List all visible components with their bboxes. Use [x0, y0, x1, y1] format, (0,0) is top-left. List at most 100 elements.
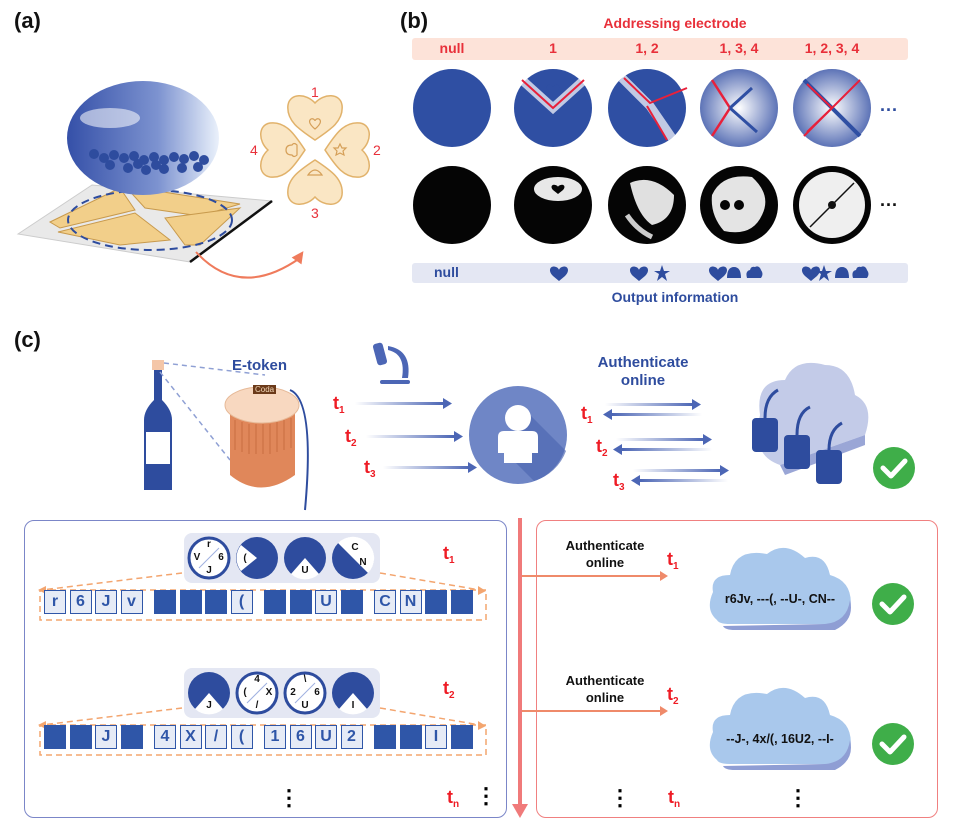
arrow-right-icon [355, 398, 452, 409]
auth-arrow [522, 575, 660, 577]
experiment-circle-1-2-3-4 [793, 166, 871, 244]
encoding-disk: J [188, 672, 230, 715]
encoding-disk: \6U2 [283, 671, 327, 715]
cloud-icon [709, 687, 851, 770]
output-information-title: Output information [611, 289, 739, 305]
round-time-label: t1 [443, 543, 455, 566]
time-label-t3: t3 [364, 457, 376, 480]
character-cell: r [44, 590, 66, 614]
blank-cell [425, 590, 447, 614]
blank-cell [450, 725, 473, 749]
auth-round-time-label: t1 [667, 549, 679, 572]
time-label-tn: tn [447, 787, 460, 810]
vertical-ellipsis: ⋮ [278, 785, 300, 810]
cloud-code-text: r6Jv, ---(, --U-, CN-- [724, 592, 836, 606]
panel-b-label: (b) [400, 8, 429, 33]
auth-time-t3: t3 [613, 470, 625, 493]
encoding-disk: CN [332, 536, 375, 579]
blank-cell [179, 590, 202, 614]
heart-icon [708, 266, 728, 281]
verified-check-icon [872, 583, 914, 625]
blank-cell [264, 590, 286, 614]
blank-cell [374, 725, 396, 749]
simulation-circle-1-3-4 [700, 69, 778, 147]
cloud-cutout-icon [285, 142, 298, 158]
experiment-circle-1 [514, 166, 592, 244]
microscope-icon [372, 342, 410, 384]
cloud-icon [852, 266, 869, 278]
electrode-pad [57, 212, 172, 246]
verified-check-icon [873, 447, 915, 489]
simulation-circle-1-2 [608, 69, 688, 147]
experiment-circle-1-3-4 [700, 166, 778, 244]
character-cell: / [205, 725, 227, 749]
auth-time-t1: t1 [581, 403, 593, 426]
round-time-label: t2 [443, 678, 455, 701]
character-cell: 4 [154, 725, 176, 749]
bidirectional-arrow-icon [603, 399, 702, 420]
arrowhead-icon [660, 706, 668, 716]
disk-character: J [206, 700, 212, 711]
disk-character: C [351, 542, 358, 553]
experiment-row [413, 166, 871, 244]
blank-cell [450, 590, 473, 614]
output-null: null [434, 264, 459, 280]
simulation-circle-1 [514, 69, 592, 147]
heart-cutout-icon [309, 118, 321, 130]
bidirectional-arrow-icon [631, 465, 729, 486]
half-moon-icon [727, 267, 741, 278]
simulation-circle-null [413, 69, 491, 147]
blank-cell [340, 590, 363, 614]
blank-cell [205, 590, 227, 614]
character-cell: N [399, 590, 422, 614]
electrode-number-4: 4 [250, 142, 258, 158]
wine-bottle-with-etoken [144, 360, 309, 511]
star-cutout-icon [332, 142, 348, 157]
electrode-number-1: 1 [311, 84, 319, 100]
blank-cell [69, 725, 92, 749]
disk-character: / [256, 700, 259, 711]
arrow-right-icon [366, 431, 463, 442]
disk-character: V [194, 552, 201, 563]
blank-cell [44, 725, 66, 749]
auth-arrow [522, 710, 660, 712]
disk-character: U [301, 565, 308, 576]
electrode-column-label: 1 [549, 40, 557, 56]
character-cell: C [374, 590, 396, 614]
electrode-2 [324, 122, 370, 178]
half-moon-cutout-icon [306, 169, 324, 176]
experiment-circle-1-2 [608, 166, 686, 244]
blank-cell [120, 725, 143, 749]
vertical-ellipsis: ⋮ [787, 785, 809, 810]
electrode-column-label: 1, 2 [635, 40, 659, 56]
electrode-pad [48, 187, 136, 229]
blank-cell [289, 590, 312, 614]
electrode-3 [287, 159, 343, 205]
panel-a-label: (a) [14, 8, 41, 33]
electrode-map-diagram [260, 95, 370, 205]
vertical-ellipsis: ⋮ [475, 783, 497, 808]
character-cell: v [120, 590, 143, 614]
arrow-right-icon [383, 462, 477, 473]
simulation-row [413, 69, 871, 147]
electrode-1 [287, 95, 343, 141]
authenticate-online-title: Authenticate online [597, 354, 689, 389]
cloud-database-icon [752, 362, 869, 484]
disk-character: 2 [290, 687, 296, 698]
auth-time-tn: tn [668, 787, 681, 810]
verified-check-icon [872, 723, 914, 765]
auth-time-t2: t2 [596, 436, 608, 459]
simulation-ellipsis: ... [880, 95, 899, 115]
character-cell: 1 [264, 725, 286, 749]
disk-character: 6 [218, 552, 224, 563]
heart-icon [801, 266, 821, 281]
encoding-disk: 4X/( [235, 671, 279, 715]
encoding-frame [24, 520, 507, 818]
cloud-code-text: --J-, 4x/(, 16U2, --I- [726, 732, 834, 746]
cloud-icon [746, 266, 763, 278]
addressing-electrode-title: Addressing electrode [603, 15, 747, 31]
arrowhead-icon [660, 571, 668, 581]
encoding-disk: U [284, 537, 326, 580]
cloud-icon [709, 547, 851, 630]
